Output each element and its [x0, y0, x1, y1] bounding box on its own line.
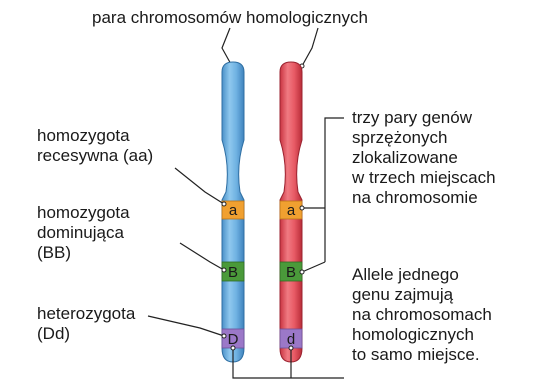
leader-dot — [300, 270, 304, 274]
leader-dot — [231, 346, 235, 350]
gene-letter-left-B: B — [228, 264, 238, 281]
leader-homozygote-recessive — [175, 168, 224, 204]
leader-heterozygote — [148, 316, 224, 336]
title-leader-right — [302, 28, 318, 66]
gene-letter-left-a: a — [229, 202, 238, 219]
leader-homozygote-dominant — [180, 243, 224, 270]
gene-letter-right-d: d — [287, 331, 295, 348]
leader-dot — [222, 202, 226, 206]
leader-dot — [289, 346, 293, 350]
leader-dot — [222, 268, 226, 272]
gene-letter-right-B: B — [286, 264, 296, 281]
leader-dot — [222, 334, 226, 338]
gene-letter-right-a: a — [287, 202, 296, 219]
bracket-tick — [302, 262, 325, 272]
bracket-linked-genes — [325, 118, 344, 262]
title-leader-left — [222, 28, 232, 66]
gene-letter-left-D: D — [228, 331, 239, 348]
leader-dot — [300, 206, 304, 210]
